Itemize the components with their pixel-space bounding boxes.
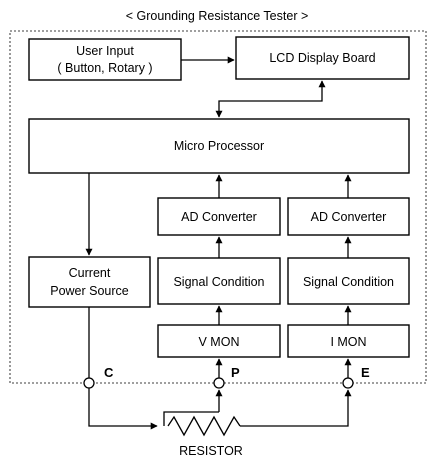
terminal-e-label: E <box>361 365 370 380</box>
current-power-source-block: Current Power Source <box>28 256 151 308</box>
user-input-sublabel: ( Button, Rotary ) <box>57 61 152 75</box>
v-mon-label: V MON <box>199 335 240 349</box>
resistor-icon <box>167 415 241 437</box>
resistor-label: RESISTOR <box>179 444 243 458</box>
i-mon-block: I MON <box>287 324 410 358</box>
i-mon-label: I MON <box>330 335 366 349</box>
ad-converter-i-label: AD Converter <box>311 210 387 224</box>
arrow-micro-lcd-bidirectional <box>215 80 326 118</box>
v-mon-block: V MON <box>157 324 281 358</box>
power-source-label-2: Power Source <box>50 284 129 298</box>
micro-processor-label: Micro Processor <box>174 139 264 153</box>
wire-terminal-c-to-resistor <box>88 388 158 430</box>
ad-converter-v-label: AD Converter <box>181 210 257 224</box>
ad-converter-i-block: AD Converter <box>287 197 410 236</box>
micro-processor-block: Micro Processor <box>28 118 410 174</box>
wire-resistor-to-terminal-e <box>240 389 352 427</box>
terminal-c-label: C <box>104 365 114 380</box>
user-input-label: User Input <box>76 44 134 58</box>
signal-condition-v-block: Signal Condition <box>157 257 281 305</box>
terminal-e-icon <box>342 377 354 389</box>
terminal-p-label: P <box>231 365 240 380</box>
lcd-display-label: LCD Display Board <box>269 51 375 65</box>
lcd-display-block: LCD Display Board <box>235 36 410 80</box>
diagram-title: < Grounding Resistance Tester > <box>126 9 309 23</box>
terminal-p-icon <box>213 377 225 389</box>
signal-condition-v-label: Signal Condition <box>173 275 264 289</box>
terminal-c-icon <box>83 377 95 389</box>
ad-converter-v-block: AD Converter <box>157 197 281 236</box>
signal-condition-i-block: Signal Condition <box>287 257 410 305</box>
user-input-block: User Input ( Button, Rotary ) <box>28 38 182 81</box>
wire-resistor-tap <box>163 411 219 426</box>
signal-condition-i-label: Signal Condition <box>303 275 394 289</box>
power-source-label-1: Current <box>69 266 111 280</box>
